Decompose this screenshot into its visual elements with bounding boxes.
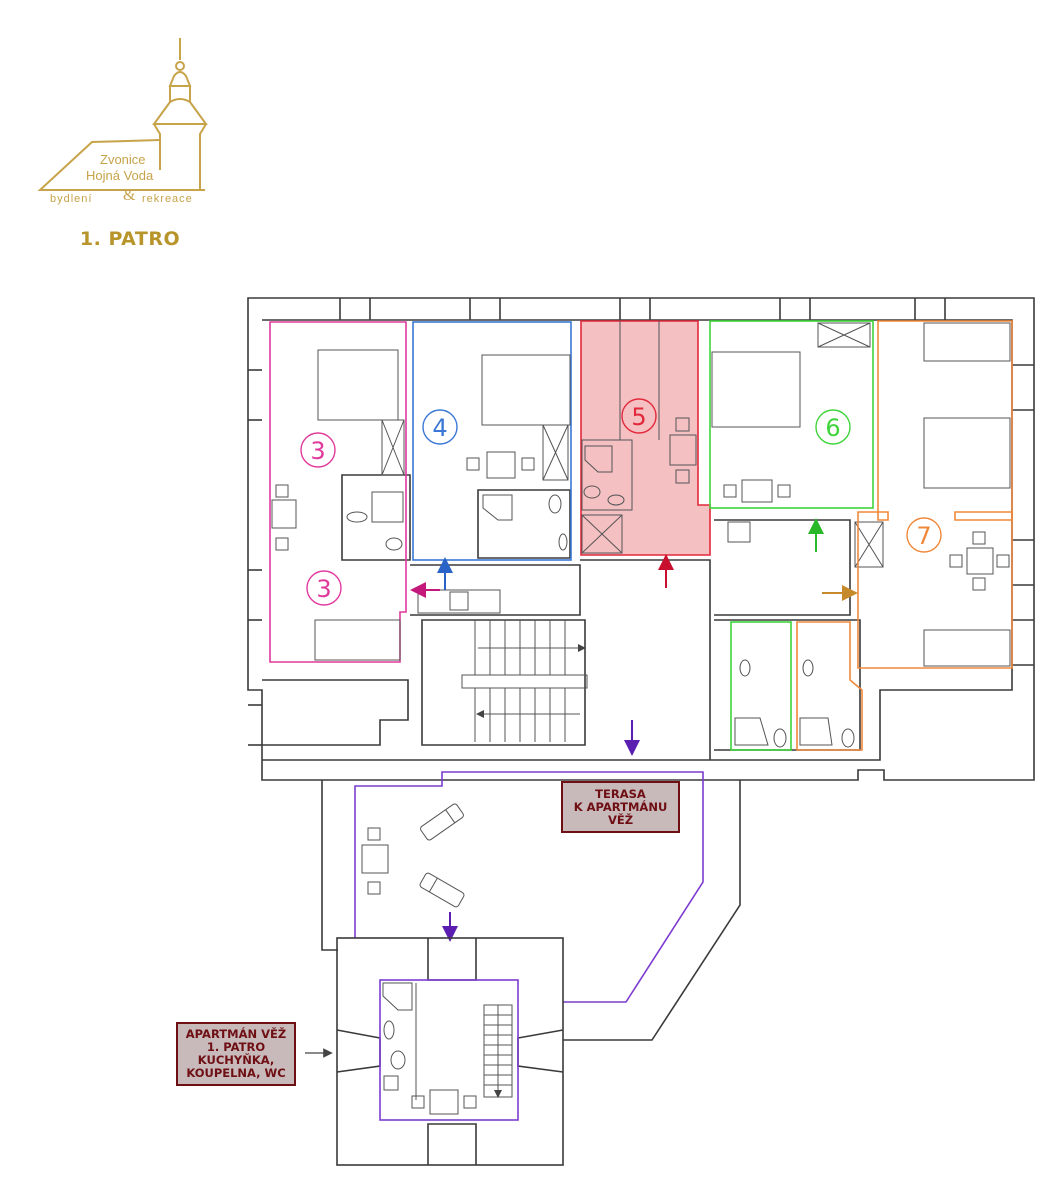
logo-name-line2: Hojná Voda (86, 168, 154, 183)
entry-arrows (410, 518, 858, 942)
svg-text:3: 3 (316, 575, 331, 603)
bathroom-orange (796, 621, 863, 751)
room-number-7: 7 (906, 517, 942, 553)
tower-apartment-label: APARTMÁN VĚŽ 1. PATRO KUCHYŇKA, KOUPELNA… (176, 1022, 296, 1086)
room-number-6: 6 (815, 409, 851, 445)
room-4-furniture (466, 354, 571, 551)
terrace-label: TERASA K APARTMÁNU VĚŽ (561, 781, 680, 833)
tower-walls (336, 937, 564, 1166)
tower-furniture (382, 982, 513, 1115)
logo-tagline-right: rekreace (142, 193, 193, 205)
room-5-furniture (581, 321, 697, 554)
svg-text:7: 7 (916, 522, 931, 550)
room-number-5: 5 (621, 398, 657, 434)
building-walls (247, 297, 1035, 781)
tower-apartment-outline (379, 979, 519, 1121)
room-3-furniture (271, 349, 405, 661)
logo-tagline-amp: & (123, 187, 136, 204)
room-7 (857, 320, 1013, 669)
terrace-furniture (361, 803, 465, 908)
room-number-4: 4 (422, 409, 458, 445)
room-7-furniture (923, 322, 1011, 667)
room-numbers: 3 3 4 5 6 7 (300, 398, 942, 606)
svg-text:3: 3 (310, 437, 325, 465)
room-6-furniture (711, 322, 884, 568)
room-3 (269, 321, 407, 663)
staircase (461, 620, 588, 742)
terrace-outline (321, 771, 741, 1041)
svg-text:6: 6 (825, 414, 840, 442)
svg-text:4: 4 (432, 414, 447, 442)
room-number-3: 3 (300, 432, 336, 468)
svg-text:5: 5 (631, 403, 646, 431)
room-4 (412, 321, 572, 561)
logo: Zvonice Hojná Voda bydlení & rekreace (37, 38, 208, 205)
room-number-3b: 3 (306, 570, 342, 606)
floor-title: 1. PATRO (79, 228, 181, 250)
bathroom-fixtures (734, 659, 855, 748)
kitchenette (417, 589, 501, 614)
bathroom-green (730, 621, 792, 751)
room-6 (709, 320, 874, 509)
logo-name-line1: Zvonice (100, 152, 146, 167)
logo-tagline-left: bydlení (50, 193, 92, 205)
room-5 (580, 320, 711, 556)
